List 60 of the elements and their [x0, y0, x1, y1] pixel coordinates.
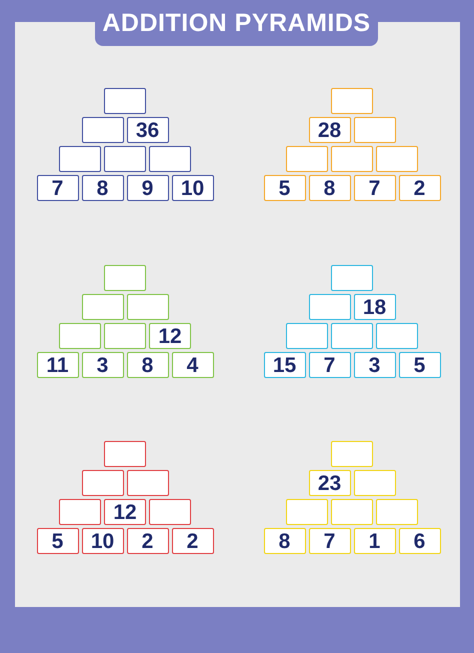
- answer-box: [59, 323, 101, 349]
- answer-box: [376, 146, 418, 172]
- number-box: 36: [126, 117, 168, 143]
- answer-box: [354, 117, 396, 143]
- number-box: 1: [354, 528, 396, 554]
- answer-box: [104, 88, 146, 114]
- answer-box: [126, 294, 168, 320]
- answer-box: [331, 499, 373, 525]
- answer-box: [104, 441, 146, 467]
- answer-box: [331, 441, 373, 467]
- number-box: 2: [126, 528, 168, 554]
- number-box: 4: [172, 352, 214, 378]
- number-box: 2: [172, 528, 214, 554]
- number-box: 3: [82, 352, 124, 378]
- number-box: 8: [308, 175, 350, 201]
- number-box: 5: [264, 175, 306, 201]
- number-box: 10: [172, 175, 214, 201]
- answer-box: [82, 117, 124, 143]
- answer-box: [376, 499, 418, 525]
- answer-box: [286, 499, 328, 525]
- number-box: 10: [82, 528, 124, 554]
- answer-box: [82, 294, 124, 320]
- answer-box: [331, 146, 373, 172]
- number-box: 9: [126, 175, 168, 201]
- number-box: 8: [264, 528, 306, 554]
- number-box: 7: [308, 528, 350, 554]
- number-box: 18: [354, 294, 396, 320]
- answer-box: [308, 294, 350, 320]
- number-box: 5: [36, 528, 78, 554]
- answer-box: [376, 323, 418, 349]
- number-box: 7: [308, 352, 350, 378]
- answer-box: [331, 323, 373, 349]
- number-box: 23: [308, 470, 350, 496]
- answer-box: [59, 499, 101, 525]
- answer-box: [331, 265, 373, 291]
- number-box: 12: [149, 323, 191, 349]
- answer-box: [354, 470, 396, 496]
- answer-box: [104, 323, 146, 349]
- number-box: 6: [398, 528, 440, 554]
- number-box: 12: [104, 499, 146, 525]
- answer-box: [149, 146, 191, 172]
- answer-box: [82, 470, 124, 496]
- answer-box: [331, 88, 373, 114]
- answer-box: [149, 499, 191, 525]
- answer-box: [104, 265, 146, 291]
- answer-box: [286, 146, 328, 172]
- number-box: 15: [264, 352, 306, 378]
- answer-box: [59, 146, 101, 172]
- number-box: 8: [126, 352, 168, 378]
- number-box: 28: [308, 117, 350, 143]
- answer-box: [286, 323, 328, 349]
- answer-box: [126, 470, 168, 496]
- answer-box: [104, 146, 146, 172]
- number-box: 8: [82, 175, 124, 201]
- number-box: 11: [36, 352, 78, 378]
- number-box: 2: [398, 175, 440, 201]
- number-box: 3: [354, 352, 396, 378]
- number-box: 7: [354, 175, 396, 201]
- number-box: 7: [36, 175, 78, 201]
- number-box: 5: [398, 352, 440, 378]
